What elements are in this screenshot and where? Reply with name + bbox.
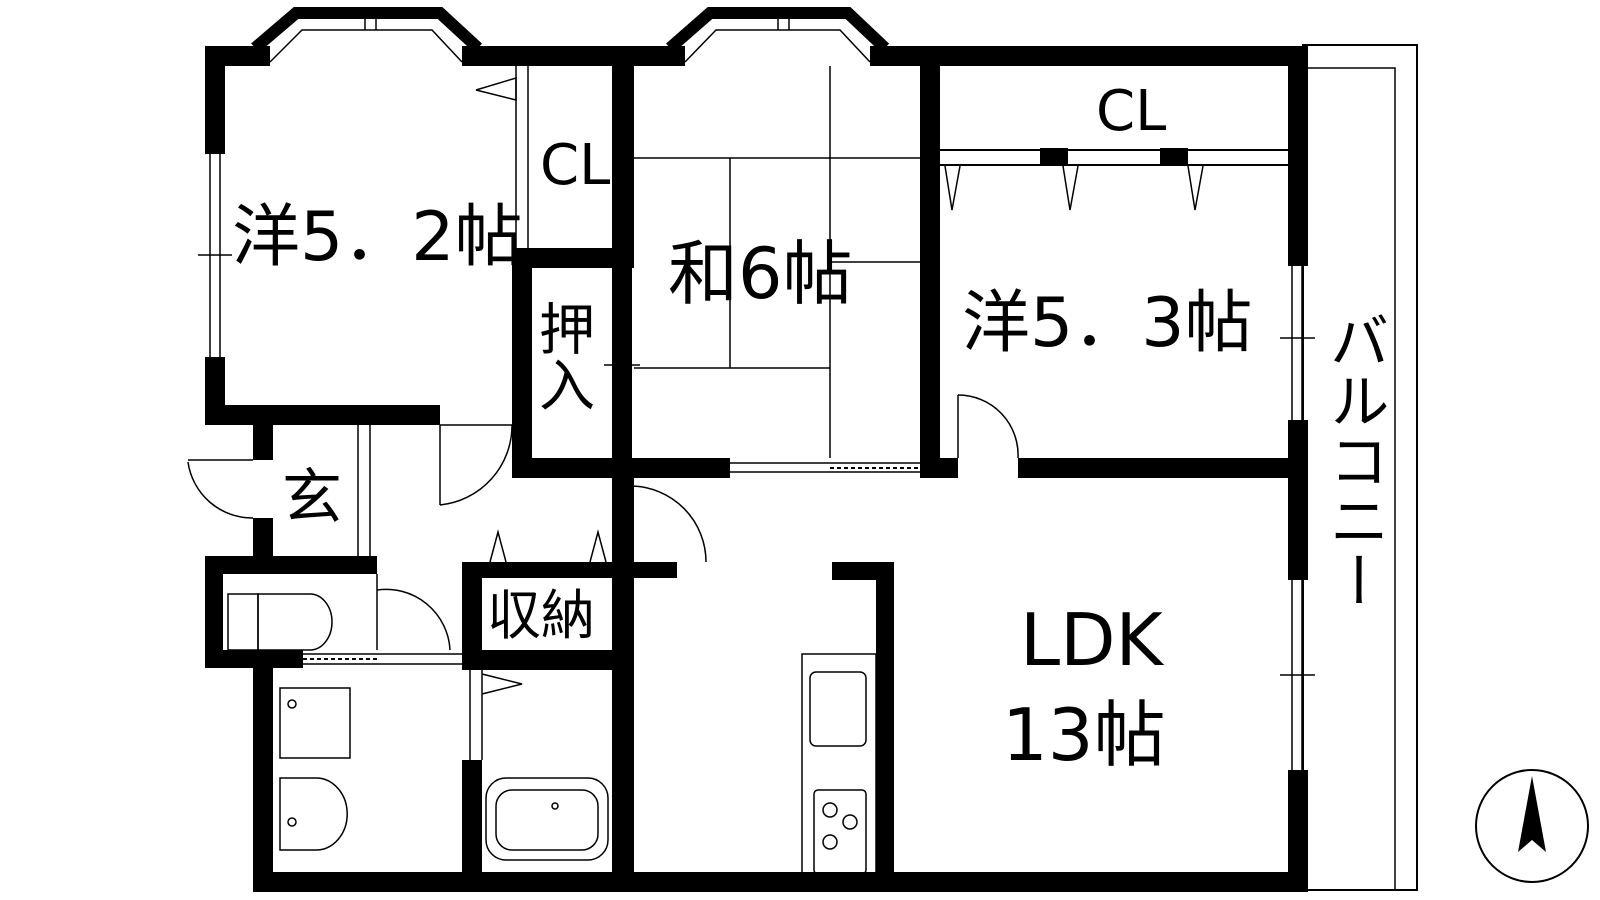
room-label-japanese: 和6帖 [668, 233, 853, 315]
bathtub-fixture [485, 777, 609, 861]
closet-rail [475, 66, 1288, 248]
washbasin-fixture [279, 687, 351, 851]
north-arrow-icon [1475, 769, 1589, 883]
room-label-ldk-name: LDK [1020, 598, 1165, 682]
room-label-entrance: 玄 [282, 463, 342, 533]
room-label-western-a: 洋5．2帖 [232, 198, 523, 277]
windows [198, 154, 1315, 770]
walls [205, 46, 1308, 892]
doors [187, 394, 1019, 760]
room-label-closet-b: CL [1096, 79, 1166, 144]
room-label-oshiire: 押入 [530, 300, 595, 412]
room-label-closet-a: CL [540, 133, 610, 198]
room-label-ldk-size: 13帖 [1002, 693, 1166, 777]
room-label-western-b: 洋5．3帖 [962, 284, 1253, 363]
tatami-lines [634, 66, 920, 458]
kitchen-counter [801, 653, 877, 883]
bay-window-left [251, 6, 483, 63]
room-label-balcony: バルコニー [1319, 310, 1389, 610]
bay-window-right [666, 6, 890, 63]
toilet-fixture [227, 593, 333, 651]
room-label-storage: 収納 [487, 584, 595, 647]
